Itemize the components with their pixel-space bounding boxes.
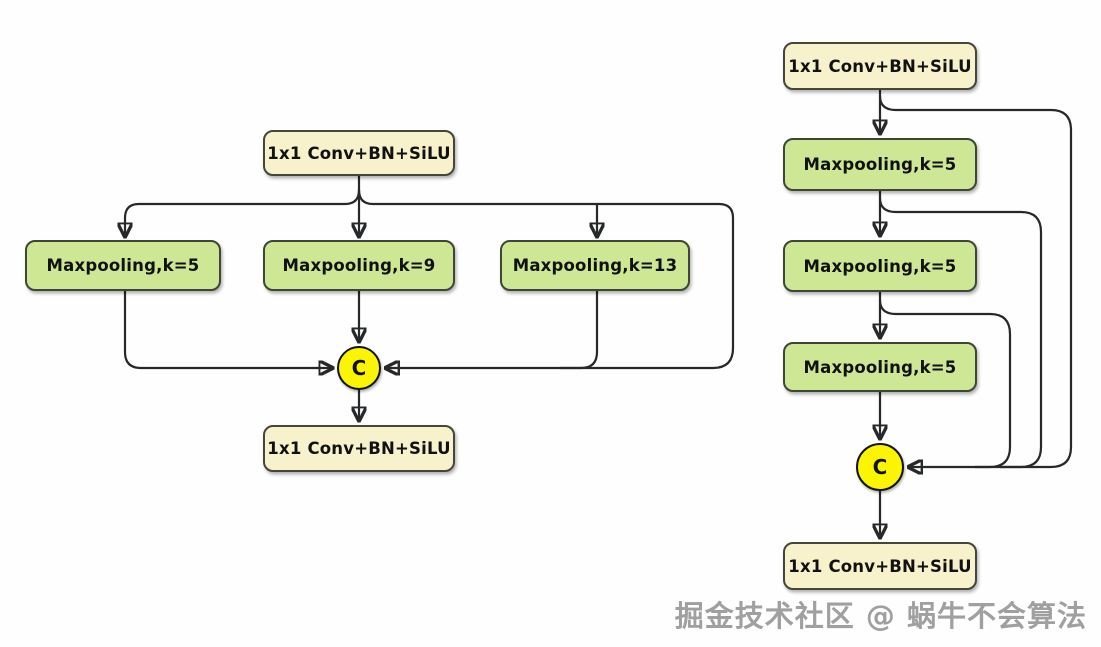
right-skip2-to-concat-joint bbox=[878, 197, 1043, 469]
right-maxpool-2-box: Maxpooling,k=5 bbox=[783, 240, 977, 292]
left-split-to-skip-and-concat-arrow bbox=[357, 189, 735, 368]
left-pool13-to-concat-joint bbox=[560, 291, 599, 370]
left-top-conv-box: 1x1 Conv+BN+SiLU bbox=[263, 130, 455, 176]
left-pool5-to-concat-arrow bbox=[123, 291, 333, 368]
right-maxpool-1-box: Maxpooling,k=5 bbox=[783, 138, 977, 191]
right-bottom-conv-box: 1x1 Conv+BN+SiLU bbox=[783, 542, 977, 590]
right-maxpool-3-box: Maxpooling,k=5 bbox=[783, 342, 977, 392]
watermark-text: 掘金技术社区 @ 蜗牛不会算法 bbox=[674, 599, 1087, 633]
right-concat-node: C bbox=[856, 443, 904, 491]
left-maxpool-k5-box: Maxpooling,k=5 bbox=[25, 240, 221, 291]
left-bottom-conv-box: 1x1 Conv+BN+SiLU bbox=[263, 425, 455, 472]
left-split-to-pool5-arrow bbox=[125, 189, 361, 237]
right-skip3-to-concat-joint bbox=[878, 299, 1012, 469]
left-maxpool-k13-box: Maxpooling,k=13 bbox=[500, 240, 690, 291]
right-skip1-to-concat-arrow bbox=[878, 95, 1073, 467]
right-top-conv-box: 1x1 Conv+BN+SiLU bbox=[783, 42, 977, 90]
left-concat-node: C bbox=[337, 346, 381, 390]
left-maxpool-k9-box: Maxpooling,k=9 bbox=[263, 240, 455, 291]
